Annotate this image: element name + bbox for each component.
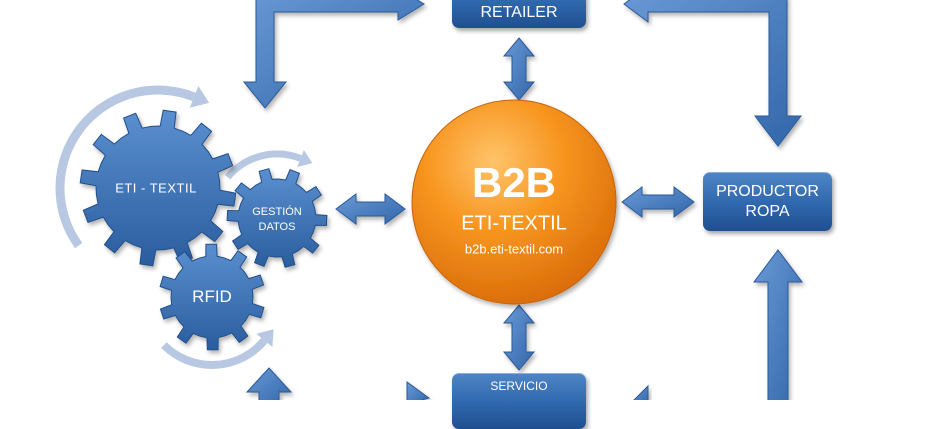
- productor-label-line1: PRODUCTOR: [716, 182, 819, 200]
- gestion-gear-label-line1: GESTIÓN: [252, 206, 302, 218]
- eti-textil-gear-label: ETI - TEXTIL: [115, 180, 197, 196]
- arrow-gears-hub: [335, 193, 406, 225]
- retailer-label: RETAILER: [480, 4, 558, 21]
- rfid-gear-label: RFID: [192, 287, 232, 306]
- gestion-datos-gear: [226, 168, 328, 268]
- arrow-servicio-to-productor: [753, 249, 803, 405]
- gear-group: [79, 109, 328, 351]
- rfid-gear: [159, 243, 265, 351]
- connector-arrows: [242, 0, 803, 405]
- arrow-retailer-to-gears: [242, 0, 425, 109]
- cycle-arrow-bottom: [161, 329, 274, 369]
- b2b-title: B2B: [471, 159, 557, 206]
- arrow-retailer-hub: [502, 37, 536, 101]
- arrow-hub-servicio: [502, 304, 536, 371]
- b2b-subtitle: ETI-TEXTIL: [461, 212, 567, 235]
- arrow-servicio-to-gears: [245, 367, 293, 405]
- servicio-box[interactable]: SERVICIO: [452, 373, 586, 429]
- b2b-diagram: RETAILER PRODUCTOR ROPA SERVICIO ETI - T…: [55, 0, 832, 429]
- eti-textil-gear: [79, 109, 237, 267]
- productor-label-line2: ROPA: [745, 202, 790, 220]
- retailer-box[interactable]: RETAILER: [452, 0, 586, 28]
- cycle-arrow-right: [224, 150, 313, 180]
- gestion-gear-label-line2: DATOS: [258, 221, 296, 233]
- arrow-retailer-to-productor: [623, 0, 803, 147]
- productor-ropa-box[interactable]: PRODUCTOR ROPA: [703, 172, 832, 231]
- arrow-productor-to-servicio: [628, 384, 649, 405]
- b2b-hub-circle: [411, 99, 617, 305]
- cycle-arrow-top: [55, 85, 210, 249]
- cycle-arrows: [55, 85, 313, 369]
- arrow-gears-to-servicio: [406, 381, 431, 405]
- diagram-canvas: [55, 0, 803, 405]
- arrow-hub-productor: [621, 186, 695, 218]
- servicio-label: SERVICIO: [490, 379, 548, 393]
- b2b-url[interactable]: b2b.eti-textil.com: [464, 241, 564, 257]
